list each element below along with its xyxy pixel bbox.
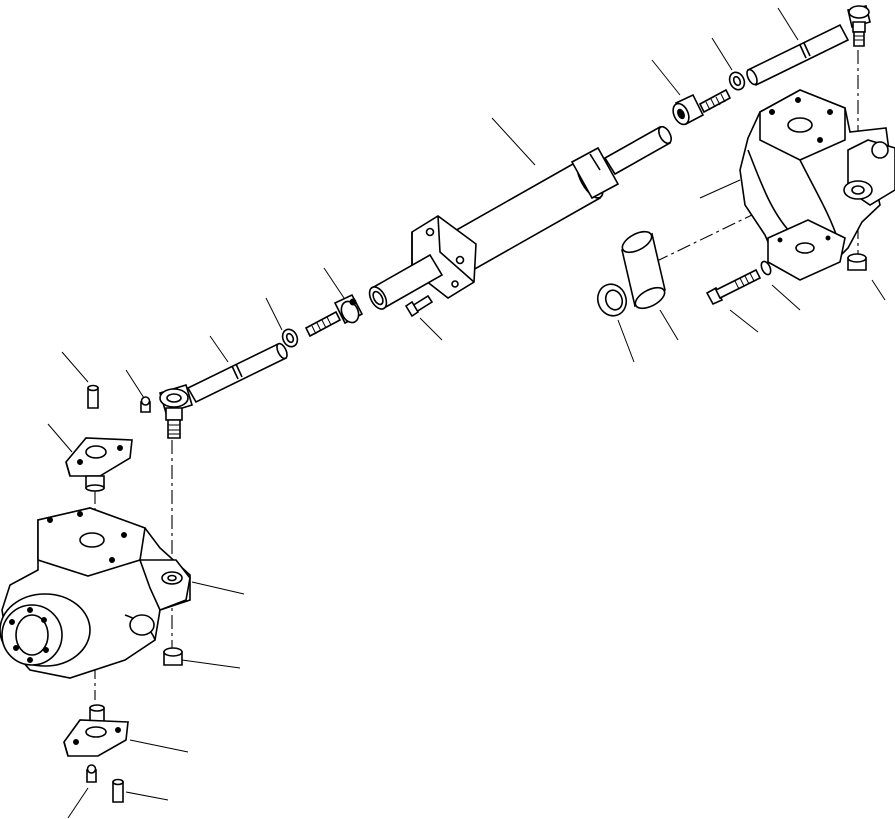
grease-fitting-icon bbox=[140, 396, 151, 413]
hydraulic-cylinder-icon bbox=[368, 125, 672, 310]
bolt-icon bbox=[87, 384, 99, 409]
cap-plate-icon bbox=[63, 704, 129, 757]
cap-plate-icon bbox=[65, 437, 133, 492]
seal-ring-icon bbox=[596, 283, 628, 317]
tube-icon bbox=[746, 23, 850, 87]
center-lines bbox=[94, 50, 859, 700]
bolt-icon bbox=[705, 260, 772, 306]
ball-joint-icon bbox=[159, 383, 193, 439]
nut-icon bbox=[163, 647, 183, 666]
tube-icon bbox=[186, 342, 288, 404]
rod-eye-icon bbox=[304, 293, 364, 338]
bolt-icon bbox=[112, 778, 124, 803]
grease-fitting-icon bbox=[86, 764, 97, 783]
ball-joint-icon bbox=[847, 5, 871, 47]
nut-icon bbox=[847, 253, 867, 271]
callout-leaders bbox=[47, 7, 886, 819]
rod-eye-icon bbox=[672, 88, 732, 126]
bolt-icon bbox=[404, 294, 434, 318]
knuckle-icon bbox=[739, 89, 895, 281]
bushing-icon bbox=[621, 230, 666, 310]
nut-icon bbox=[281, 328, 299, 348]
nut-icon bbox=[728, 71, 746, 91]
knuckle-icon bbox=[0, 507, 191, 679]
